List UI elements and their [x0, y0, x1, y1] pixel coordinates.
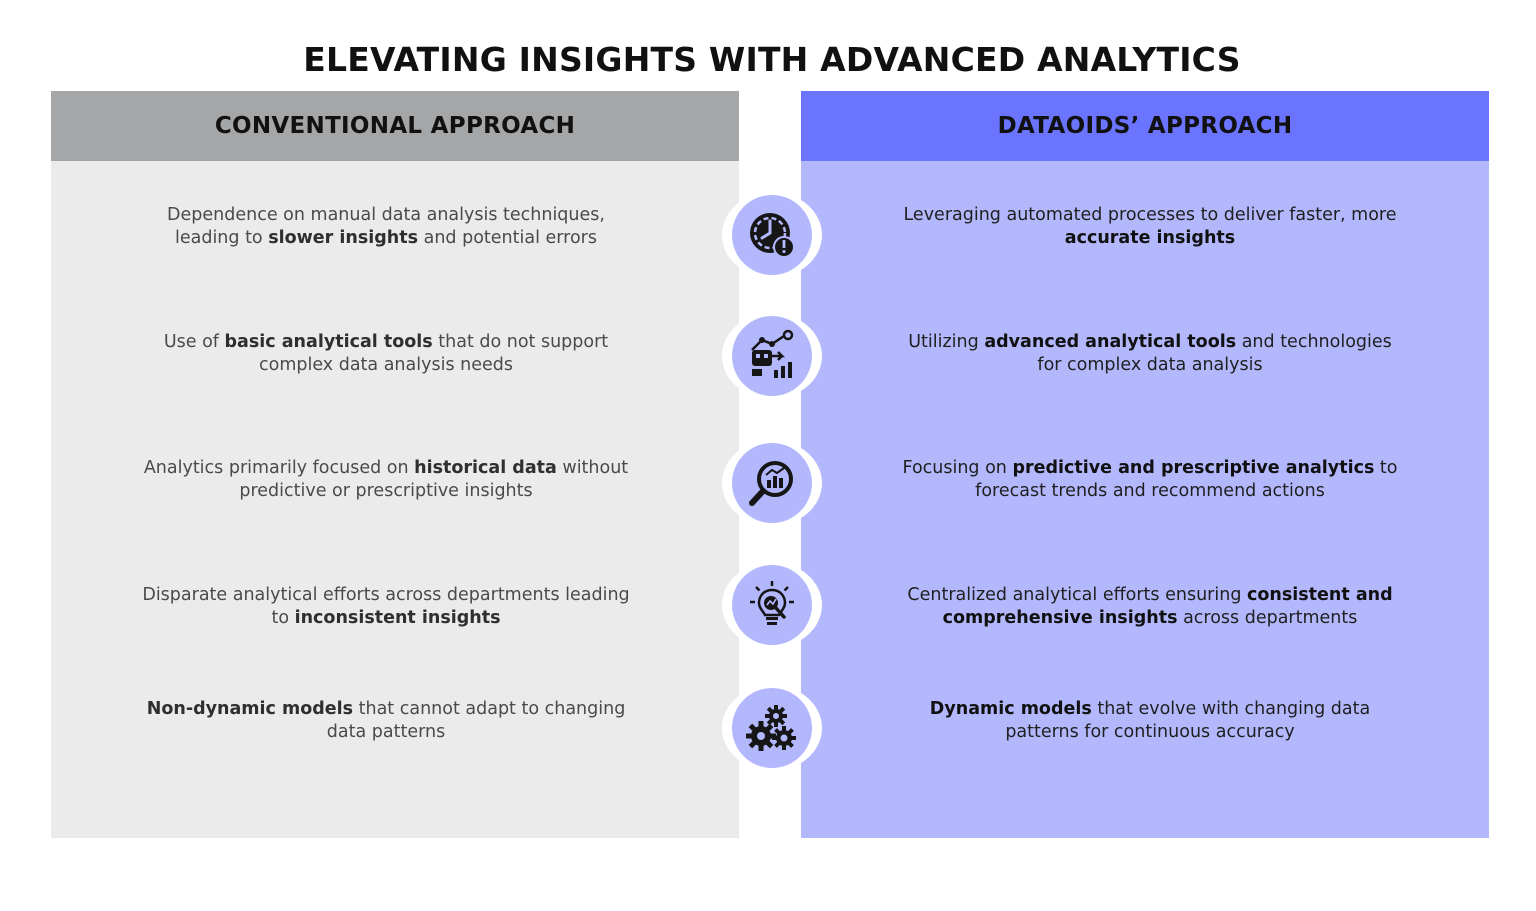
dataoids-point-4: Centralized analytical efforts ensuring … [907, 585, 1393, 628]
conventional-point-5: Non-dynamic models that cannot adapt to … [146, 699, 626, 742]
clock-alert-icon [750, 213, 795, 258]
page-title: ELEVATING INSIGHTS WITH ADVANCED ANALYTI… [303, 40, 1241, 79]
conventional-point-4: Disparate analytical efforts across depa… [142, 585, 630, 628]
icon-badge-5 [722, 685, 822, 771]
dataoids-approach-panel: DATAOIDS’ APPROACH Leveraging automated … [801, 91, 1489, 838]
dataoids-point-2: Utilizing advanced analytical tools and … [908, 332, 1392, 375]
conventional-point-3: Analytics primarily focused on historica… [143, 458, 629, 501]
conventional-approach-panel: CONVENTIONAL APPROACH Dependence on manu… [51, 91, 739, 838]
icon-badge-2 [722, 313, 822, 399]
dataoids-point-5: Dynamic models that evolve with changing… [929, 699, 1371, 742]
dataoids-point-1: Leveraging automated processes to delive… [903, 205, 1397, 248]
gears-icon [746, 705, 796, 751]
icon-badge-1 [722, 192, 822, 278]
conventional-point-2: Use of basic analytical tools that do no… [163, 332, 609, 375]
dataoids-point-3: Focusing on predictive and prescriptive … [902, 458, 1398, 501]
conventional-point-1: Dependence on manual data analysis techn… [167, 205, 605, 248]
robot-analytics-icon [751, 329, 794, 378]
conventional-approach-heading: CONVENTIONAL APPROACH [51, 91, 739, 161]
dataoids-approach-heading: DATAOIDS’ APPROACH [801, 91, 1489, 161]
icon-badge-3 [722, 440, 822, 526]
icon-badge-4 [722, 562, 822, 648]
lightbulb-insight-icon [750, 581, 794, 625]
magnifier-chart-icon [749, 461, 793, 506]
